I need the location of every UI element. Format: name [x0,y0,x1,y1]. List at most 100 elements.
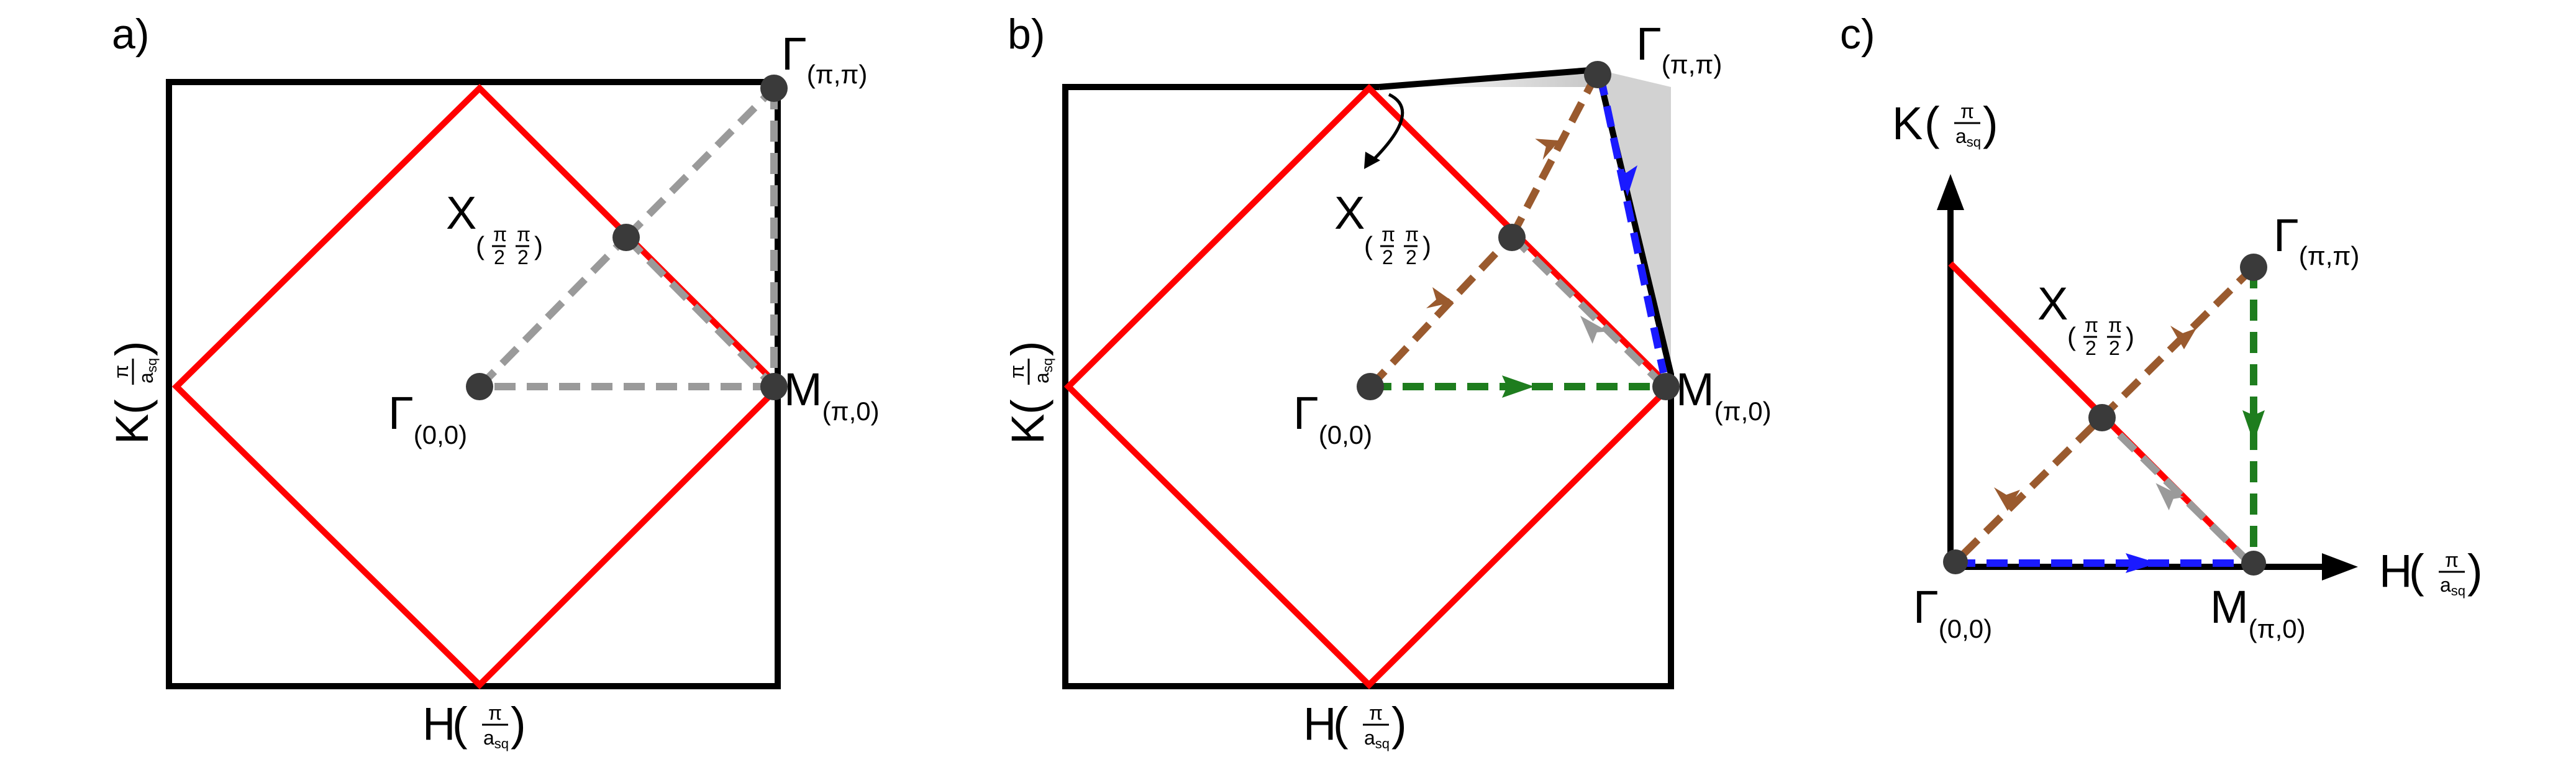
svg-text:π: π [488,702,502,724]
panel-c-label-x: X ( π 2 π 2 ) [2037,278,2134,359]
panel-c-y-axis-arrowhead [1937,174,1964,210]
panel-c-letter: c) [1840,11,1875,58]
panel-b-x-axis-label: H ( π asq ) [1303,698,1407,751]
panel-b-point-x [1498,224,1526,251]
svg-text:(: ( [1333,698,1349,750]
panel-a-y-axis-label: K ( π asq ) [106,341,160,444]
panel-a-letter: a) [112,11,149,58]
panel-b-path-gamma-x [1367,233,1515,390]
svg-text:asq: asq [1031,358,1055,383]
svg-text:asq: asq [483,727,509,751]
svg-text:π: π [2445,549,2459,571]
panel-b-point-m [1652,373,1680,400]
panel-a-x-axis-label: H ( π asq ) [422,698,526,751]
panel-b-label-m: M(π,0) [1676,364,1772,426]
panel-c-x-axis-arrowhead [2322,553,2358,581]
panel-b-letter: b) [1008,11,1045,58]
panel-b-point-gamma0 [1357,373,1384,400]
svg-text:asq: asq [1955,125,1981,150]
panel-c-label-gamma0: Γ(0,0) [1913,581,1992,643]
svg-text:π: π [493,223,507,246]
panel-a-label-x: X ( π 2 ( π 2 ) [446,187,543,269]
svg-text:X: X [1334,187,1365,239]
panel-b-label-gamma0: Γ(0,0) [1293,387,1372,449]
svg-text:K: K [1002,414,1054,444]
svg-text:π: π [1369,702,1383,724]
panel-c-path-m-x [2099,415,2253,566]
panel-b-fold-arrowhead [1364,152,1380,169]
svg-text:π: π [2085,314,2098,336]
svg-text:(: ( [2409,545,2424,597]
panel-b-path-x-gammapi [1508,70,1601,238]
panel-b-arrow-blue [1618,165,1637,196]
panel-b-path-m-x [1509,233,1668,390]
panel-a-point-gamma0 [466,373,493,400]
panel-a-path-gamma-x [476,234,629,390]
panel-c-point-gamma0 [1943,549,1968,574]
panel-a-path-x-m [623,234,777,390]
svg-text:(: ( [476,231,485,260]
panel-b-label-gammapi: Γ(π,π) [1636,18,1722,79]
svg-text:): ) [106,341,158,356]
svg-text:π: π [1381,223,1395,246]
panel-b-arrow-green [1502,375,1534,398]
svg-text:(: ( [1924,98,1940,149]
svg-text:): ) [1391,698,1407,750]
svg-text:): ) [1422,231,1431,260]
svg-text:π: π [1405,223,1419,246]
svg-text:(: ( [2067,322,2076,351]
panel-b: b) Γ(0,0) M(π,0) Γ(π,π) X ( π [1002,11,1772,751]
svg-text:asq: asq [2440,574,2465,599]
svg-text:): ) [1983,98,1998,149]
panel-b-fold-arrow [1372,93,1404,162]
svg-text:(: ( [1002,399,1054,415]
svg-text:): ) [1002,341,1054,356]
svg-text:π: π [1960,100,1974,122]
svg-text:asq: asq [1364,727,1390,751]
svg-text:H: H [1303,698,1336,750]
panel-a-label-gamma0: Γ(0,0) [388,387,467,449]
svg-text:X: X [446,187,476,239]
svg-text:π: π [1006,365,1028,379]
panel-b-path-gammapi-m [1596,73,1667,374]
svg-text:2: 2 [517,246,529,269]
panel-c-y-axis-label: K ( π asq ) [1892,98,1998,150]
svg-text:(: ( [452,698,468,750]
svg-text:2: 2 [1406,246,1417,269]
svg-text:X: X [2037,278,2068,329]
panel-b-y-axis-label: K ( π asq ) [1002,341,1055,444]
svg-text:asq: asq [135,358,160,383]
panel-c: c) Γ(0,0) M(π,0) Γ(π,π) X ( π 2 π [1840,11,2483,643]
svg-text:K: K [106,414,158,444]
svg-text:π: π [2108,314,2122,336]
panel-c-arrow-brown-2 [1994,487,2020,511]
panel-c-arrow-gray [2155,483,2184,511]
svg-text:(: ( [1364,231,1373,260]
panel-a: a) Γ(0,0) M(π,0) Γ(π,π) X ( π 2 ( π 2 ) [106,11,880,751]
svg-text:2: 2 [494,246,505,269]
panel-b-label-x: X ( π 2 π 2 ) [1334,187,1431,269]
svg-text:2: 2 [2109,337,2120,359]
panel-c-label-gammapi: Γ(π,π) [2273,209,2359,270]
svg-text:K: K [1892,98,1923,149]
svg-text:H: H [2379,545,2412,597]
svg-text:π: π [517,223,530,246]
svg-text:): ) [534,231,543,260]
panel-a-label-m-text: M(π,0) [784,364,880,426]
svg-text:H: H [422,698,455,750]
panel-c-arrow-blue [2126,553,2158,573]
panel-a-point-m [760,373,788,400]
panel-b-arrow-gray [1580,315,1609,344]
panel-c-label-m: M(π,0) [2210,581,2306,643]
panel-c-arrow-brown-1 [2170,326,2196,349]
svg-text:): ) [2467,545,2483,597]
svg-text:(: ( [106,399,158,415]
panel-c-point-m [2241,551,2266,576]
panel-b-arrow-brown-1 [1426,287,1454,308]
panel-c-x-axis-label: H ( π asq ) [2379,545,2483,599]
panel-b-zone-border [1063,83,1675,690]
panel-a-label-gammapi: Γ(π,π) [781,28,867,89]
svg-text:π: π [110,365,132,379]
panel-a-point-gammapi [760,75,788,102]
